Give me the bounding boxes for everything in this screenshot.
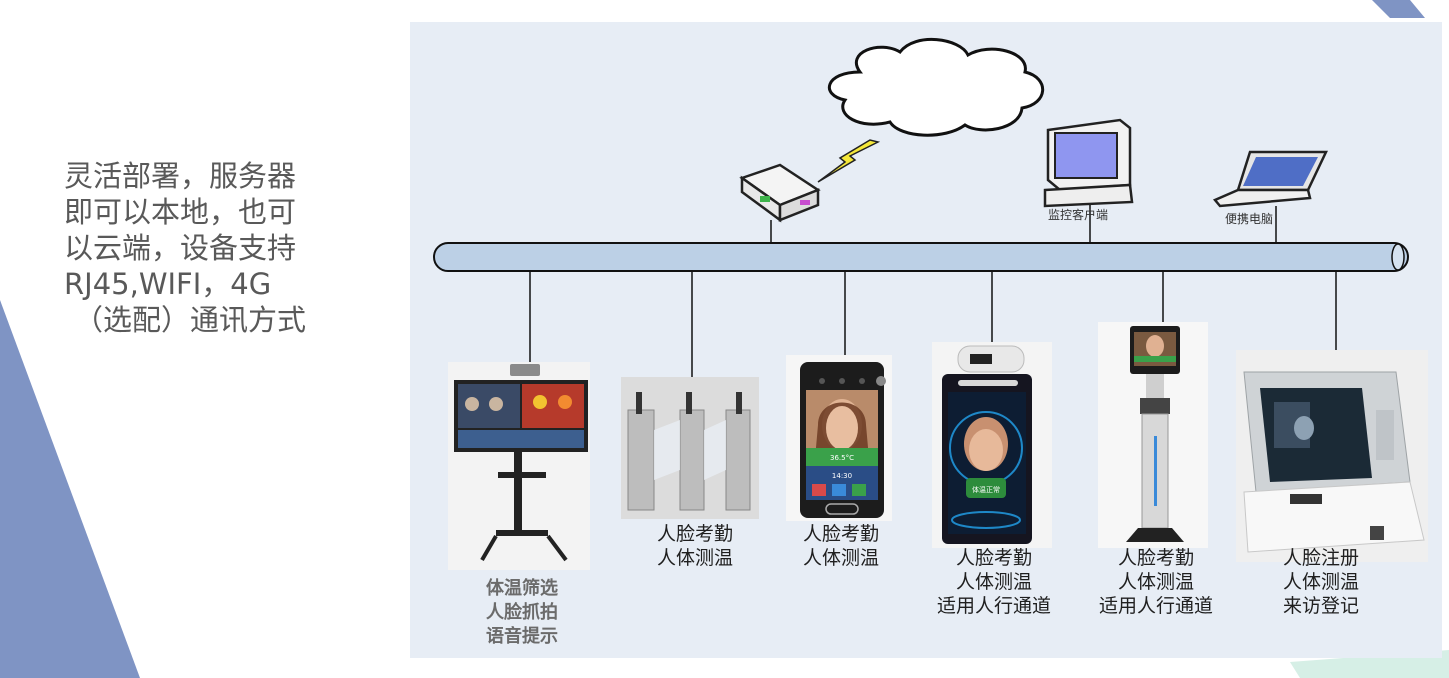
label-line: 人脸考勤: [955, 547, 1032, 569]
description-line: 即可以本地，也可: [64, 195, 297, 229]
wireless-lightning-icon: [817, 139, 881, 183]
terminal-time-readout: 14:30: [832, 472, 852, 480]
label-line: 适用人行通道: [1098, 595, 1213, 617]
terminal-temperature-readout: 36.5°C: [830, 454, 854, 462]
left-blue-triangle: [0, 300, 140, 678]
deployment-description: 灵活部署，服务器 即可以本地，也可 以云端，设备支持 RJ45,WIFI，4G …: [64, 158, 334, 338]
device-registration-kiosk: [1236, 350, 1428, 562]
device-label-kiosk-pillar: 人脸考勤 人体测温 适用人行通道: [1084, 546, 1228, 618]
label-line: 人体测温: [1117, 571, 1194, 593]
device-access-terminal: [932, 342, 1052, 548]
label-line: 体温筛选: [486, 578, 558, 599]
device-kiosk-pillar: [1098, 322, 1208, 548]
label-line: 人脸考勤: [1117, 547, 1194, 569]
description-line: 灵活部署，服务器: [64, 159, 297, 193]
device-label-screening: 体温筛选 人脸抓拍 语音提示: [470, 577, 574, 649]
device-label-face-terminal: 人脸考勤 人体测温: [786, 522, 896, 570]
device-label-registration-kiosk: 人脸注册 人体测温 来访登记: [1266, 546, 1376, 618]
label-line: 来访登记: [1282, 595, 1359, 617]
description-line: （选配）通讯方式: [74, 303, 307, 337]
label-line: 人体测温: [802, 547, 879, 569]
device-screening-station: [448, 362, 590, 570]
router-icon: [739, 163, 821, 223]
description-line: 以云端，设备支持: [64, 231, 297, 265]
description-line: RJ45,WIFI，4G: [64, 267, 272, 301]
top-right-blue-corner: [1372, 0, 1425, 18]
label-line: 人体测温: [955, 571, 1032, 593]
label-line: 人脸考勤: [656, 523, 733, 545]
network-bus: [433, 242, 1409, 272]
cloud-icon: [827, 38, 1045, 137]
device-label-access-terminal: 人脸考勤 人体测温 适用人行通道: [922, 546, 1066, 618]
label-line: 人体测温: [656, 547, 733, 569]
monitor-client-icon: [1043, 118, 1134, 208]
laptop-icon: [1212, 150, 1328, 208]
monitor-client-label: 监控客户端: [1048, 208, 1109, 222]
device-label-turnstile: 人脸考勤 人体测温: [640, 522, 750, 570]
label-line: 适用人行通道: [936, 595, 1051, 617]
label-line: 人脸注册: [1282, 547, 1359, 569]
label-line: 人脸考勤: [802, 523, 879, 545]
device-face-terminal: [786, 355, 892, 521]
label-line: 语音提示: [486, 626, 558, 647]
label-line: 人体测温: [1282, 571, 1359, 593]
device-turnstile-gates: [621, 377, 759, 519]
laptop-label: 便携电脑: [1225, 212, 1274, 226]
label-line: 人脸抓拍: [486, 602, 558, 623]
access-terminal-status: 体温正常: [972, 485, 1000, 494]
